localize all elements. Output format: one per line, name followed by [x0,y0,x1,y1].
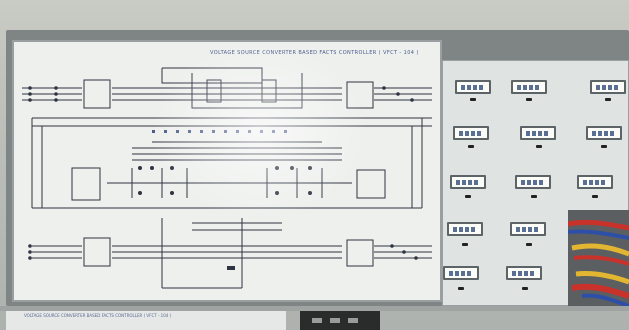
meter-terminal [605,98,611,101]
meter [510,222,546,236]
meter-terminal [526,243,532,246]
meter [506,266,542,280]
circuit-schematic [22,67,432,289]
meter-terminal [536,145,542,148]
meter-terminal [468,145,474,148]
display-segment [330,318,340,323]
meter [447,222,483,236]
meter [455,80,491,94]
meter-terminal [592,195,598,198]
meter-terminal [522,287,528,290]
meter-terminal [601,145,607,148]
display-unit [300,311,380,330]
meter [453,126,489,140]
meter [590,80,626,94]
wire-cables [568,219,629,306]
meter [511,80,547,94]
meter [515,175,551,189]
meter [520,126,556,140]
display-segment [312,318,322,323]
meter-terminal [526,98,532,101]
display-segment [348,318,358,323]
meter-terminal [465,195,471,198]
meter [443,266,479,280]
meter-terminal [470,98,476,101]
label-strip-text: VOLTAGE SOURCE CONVERTER BASED FACTS CON… [24,313,172,318]
meter [450,175,486,189]
meter [577,175,613,189]
panel-bottom-edge [0,306,629,311]
meter [586,126,622,140]
meter-terminal [458,287,464,290]
meter-terminal [531,195,537,198]
meter-terminal [462,243,468,246]
label-strip [6,311,286,330]
